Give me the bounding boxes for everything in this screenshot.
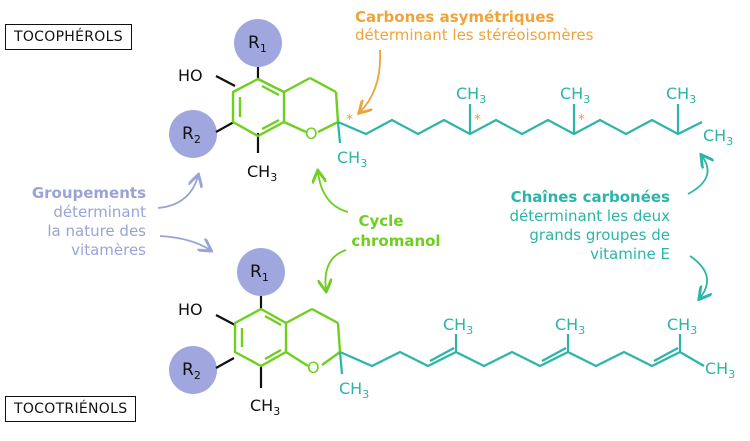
asymmetric-carbons-subtitle: déterminant les stéréoisomères bbox=[355, 26, 594, 44]
groups-arrow-down bbox=[159, 235, 210, 250]
asymmetric-carbons-arrow bbox=[360, 49, 382, 112]
chain-methyl-label: CH3 bbox=[705, 359, 735, 381]
asymmetric-carbon-marker: * bbox=[578, 112, 585, 128]
chain-methyl-label: CH3 bbox=[555, 315, 585, 337]
chromanol-subtitle: chromanol bbox=[351, 232, 440, 250]
chromanol-arrow-up bbox=[318, 172, 349, 213]
r2-group-circle bbox=[169, 110, 217, 158]
chains-line: grands groupes de bbox=[529, 226, 670, 244]
tocopherols-label: TOCOPHÉROLS bbox=[5, 24, 132, 50]
asymmetric-carbons-annotation: Carbones asymétriques déterminant les st… bbox=[355, 8, 594, 112]
chain-methyl-label: CH3 bbox=[703, 126, 733, 148]
tocopherol-molecule: HO O R1 R2 CH3 CH3 CH3 CH3 CH3 CH3 * * * bbox=[169, 19, 733, 184]
asymmetric-carbon-marker: * bbox=[474, 112, 481, 128]
r1-group-circle bbox=[234, 19, 282, 67]
chromanol-title: Cycle bbox=[359, 212, 404, 230]
chain-methyl-label: CH3 bbox=[560, 84, 590, 106]
chromanol-arrow-down bbox=[325, 249, 347, 290]
chromanol-annotation: Cycle chromanol bbox=[318, 172, 441, 290]
tocotrienol-molecule: HO O R1 R2 CH3 CH3 CH3 CH3 CH3 CH3 bbox=[169, 248, 735, 418]
chains-title: Chaînes carbonées bbox=[511, 188, 670, 206]
groups-annotation: Groupements déterminant la nature des vi… bbox=[32, 176, 210, 259]
r1-label: R1 bbox=[248, 33, 267, 55]
r2-label: R2 bbox=[182, 360, 201, 382]
methyl-label: CH3 bbox=[247, 162, 277, 184]
chain-methyl-label: CH3 bbox=[456, 84, 486, 106]
methyl-label: CH3 bbox=[250, 396, 280, 418]
groups-line: déterminant bbox=[53, 203, 146, 221]
hydroxyl-label: HO bbox=[178, 300, 203, 319]
chains-line: déterminant les deux bbox=[509, 207, 670, 225]
groups-arrow-up bbox=[157, 176, 198, 209]
hydroxyl-label: HO bbox=[178, 66, 203, 85]
chain-methyl-label: CH3 bbox=[666, 84, 696, 106]
carbon-chains-annotation: Chaînes carbonées déterminant les deux g… bbox=[509, 156, 707, 298]
r1-label: R1 bbox=[250, 262, 269, 284]
groups-title: Groupements bbox=[32, 184, 146, 202]
groups-line: la nature des bbox=[47, 222, 146, 240]
asymmetric-carbon-marker: * bbox=[346, 112, 353, 128]
groups-line: vitamères bbox=[71, 241, 146, 259]
r2-label: R2 bbox=[182, 124, 201, 146]
asymmetric-carbons-title: Carbones asymétriques bbox=[355, 8, 555, 26]
chain-methyl-label: CH3 bbox=[443, 315, 473, 337]
chain-methyl-label: CH3 bbox=[339, 379, 369, 401]
chains-arrow-down bbox=[689, 255, 707, 298]
chain-methyl-label: CH3 bbox=[667, 315, 697, 337]
tocotrienols-label: TOCOTRIÉNOLS bbox=[5, 396, 137, 422]
chains-arrow-up bbox=[687, 156, 708, 195]
ring-oxygen-label: O bbox=[305, 124, 318, 143]
ring-oxygen-label: O bbox=[307, 358, 320, 377]
r2-group-circle bbox=[169, 346, 217, 394]
r1-group-circle bbox=[237, 248, 285, 296]
chain-methyl-label: CH3 bbox=[337, 148, 367, 170]
chains-line: vitamine E bbox=[590, 245, 670, 263]
